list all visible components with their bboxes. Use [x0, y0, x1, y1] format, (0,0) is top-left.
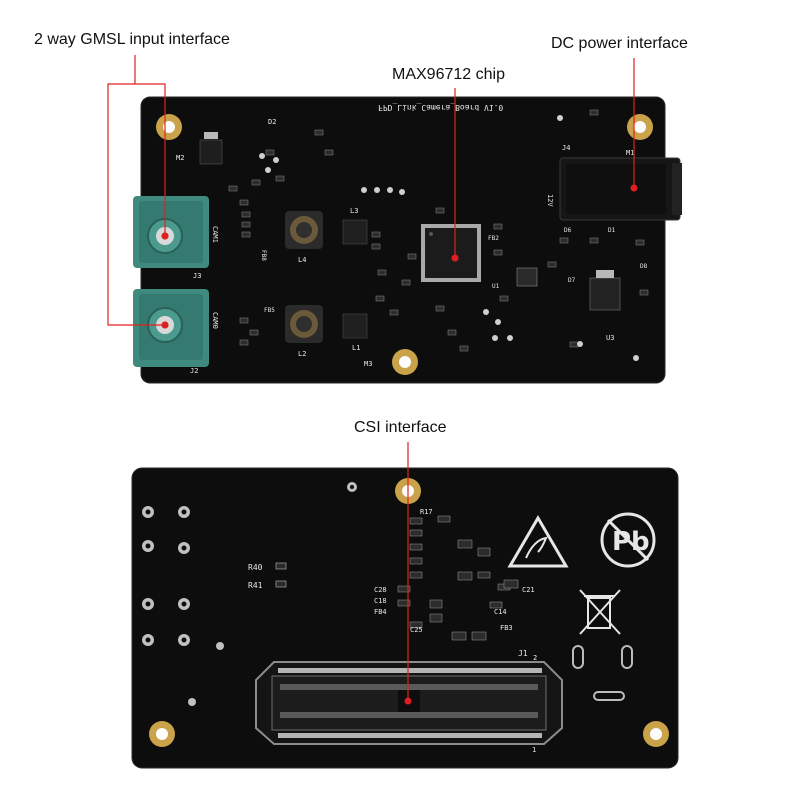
fb3-silkscreen: FB3 [500, 624, 513, 632]
inductor-l4 [285, 211, 323, 249]
callout-markers-top [161, 184, 638, 329]
callout-lines-top [107, 55, 635, 326]
max96712-chip-callout: MAX96712 chip [392, 66, 505, 83]
fb8-silkscreen: FB8 [260, 250, 267, 261]
bottom-board: R40 R41 R17 C28 C18 FB4 C25 C21 C14 FB3 [131, 467, 679, 769]
c25-silkscreen: C25 [410, 626, 423, 634]
j3-silkscreen: J3 [193, 272, 201, 280]
u3-silkscreen: U3 [606, 334, 614, 342]
board-name-silkscreen: FPD_Link_Camera_Board V1.0 [378, 103, 503, 112]
cam1-silkscreen: CAM1 [211, 226, 219, 243]
j2-silkscreen: J2 [190, 367, 198, 375]
d8-silkscreen: D8 [640, 263, 648, 270]
c18-silkscreen: C18 [374, 597, 387, 605]
r41-silkscreen: R41 [248, 581, 263, 590]
inductor-l2 [285, 305, 323, 343]
pin2-silkscreen: 2 [533, 654, 537, 662]
through-hole-pads [142, 482, 357, 706]
cam0-silkscreen: CAM0 [211, 312, 219, 329]
d7-silkscreen: D7 [568, 277, 576, 284]
dc-power-callout: DC power interface [551, 35, 688, 52]
top-board: FPD_Link_Camera_Board V1.0 CAM1 CAM0 J3 … [133, 96, 682, 384]
l1-silkscreen: L1 [352, 344, 360, 352]
mounting-hole [643, 721, 669, 747]
mounting-hole [627, 114, 653, 140]
c14-silkscreen: C14 [494, 608, 507, 616]
pin1-silkscreen: 1 [532, 746, 536, 754]
weee-bin-icon [579, 589, 621, 635]
gmsl-connector-cam1 [133, 196, 209, 268]
fb4-silkscreen: FB4 [374, 608, 387, 616]
d1-silkscreen: D1 [608, 227, 616, 234]
c21-silkscreen: C21 [522, 586, 535, 594]
mounting-hole [392, 349, 418, 375]
dc-power-jack [559, 157, 682, 221]
test-points [259, 115, 639, 361]
mounting-hole [156, 114, 182, 140]
d2-silkscreen: D2 [268, 118, 276, 126]
l4-silkscreen: L4 [298, 256, 306, 264]
u1-silkscreen: U1 [492, 283, 500, 290]
smd-components [397, 515, 519, 641]
j4-silkscreen: J4 [562, 144, 570, 152]
mounting-hole [149, 721, 175, 747]
m1-silkscreen: M1 [626, 149, 634, 157]
r17-silkscreen: R17 [420, 508, 433, 516]
r40-silkscreen: R40 [248, 563, 263, 572]
m2-silkscreen: M2 [176, 154, 184, 162]
l3-silkscreen: L3 [350, 207, 358, 215]
callout-marker-csi [404, 697, 412, 705]
fb5-silkscreen: FB5 [264, 307, 275, 314]
gmsl-connector-cam0 [133, 289, 209, 367]
smd-components [228, 109, 649, 352]
d6-silkscreen: D6 [564, 227, 572, 234]
max96712-chip [421, 224, 481, 282]
l2-silkscreen: L2 [298, 350, 306, 358]
12v-silkscreen: 12V [546, 194, 554, 207]
fb2-silkscreen: FB2 [488, 235, 499, 242]
c28-silkscreen: C28 [374, 586, 387, 594]
csi-interface-callout: CSI interface [354, 419, 447, 436]
lead-free-icon: Pb [600, 512, 656, 568]
gmsl-input-callout: 2 way GMSL input interface [34, 31, 230, 48]
esd-warning-icon [507, 515, 569, 568]
j1-silkscreen: J1 [518, 649, 528, 658]
m3-silkscreen: M3 [364, 360, 372, 368]
